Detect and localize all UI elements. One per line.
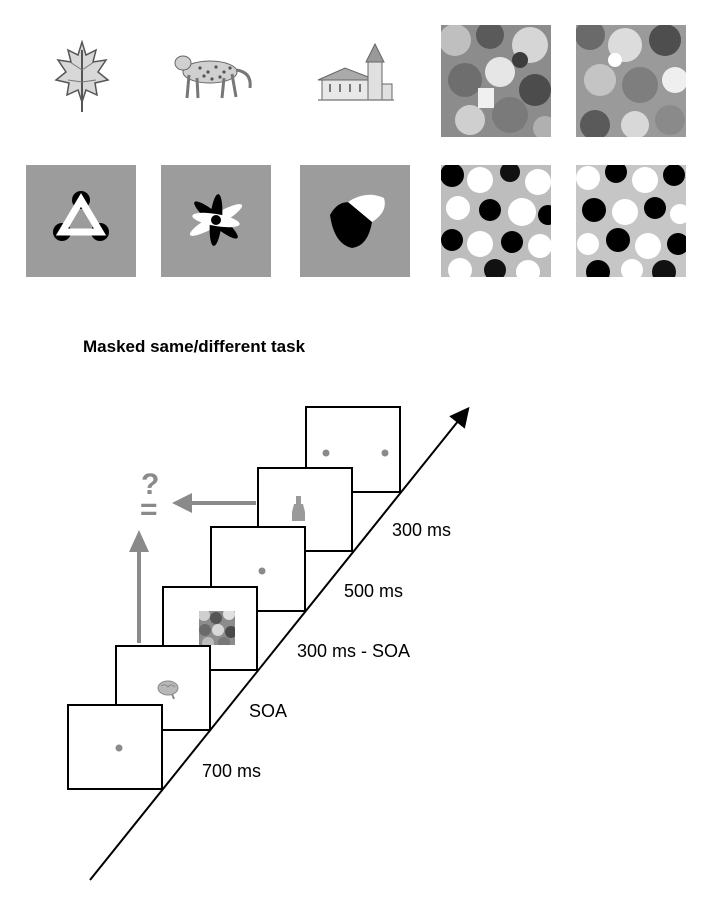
duration-label: 500 ms xyxy=(344,581,403,601)
left-arrow-icon xyxy=(172,493,256,513)
maple-leaf-icon xyxy=(54,39,110,112)
duration-label: 700 ms xyxy=(202,761,261,781)
duration-label: SOA xyxy=(249,701,287,721)
response-dot-right-icon xyxy=(381,449,389,457)
up-arrow-icon xyxy=(129,530,149,643)
brain-icon xyxy=(157,680,179,700)
duration-label: 300 ms - SOA xyxy=(297,641,410,661)
equals-sign: = xyxy=(140,493,158,526)
response-dot-left-icon xyxy=(322,449,330,457)
small-mask-icon xyxy=(199,611,235,645)
frame-fixation-1 xyxy=(67,704,163,790)
fixation-dot-icon xyxy=(258,567,266,575)
blob-star-icon xyxy=(189,194,243,246)
church-icon xyxy=(317,42,394,101)
fixation-dot-icon xyxy=(115,744,123,752)
leopard-icon xyxy=(174,55,252,99)
blob-triangle-icon xyxy=(53,191,109,241)
blob-bird-icon xyxy=(330,194,385,248)
duration-label: 300 ms xyxy=(392,520,451,540)
task-title: Masked same/different task xyxy=(83,337,306,356)
bottle-icon xyxy=(292,496,305,521)
object-mask-1 xyxy=(441,25,551,137)
object-mask-2 xyxy=(576,25,686,137)
timeline-arrow xyxy=(89,406,470,881)
shape-mask-2 xyxy=(576,165,686,277)
shape-mask-1 xyxy=(441,165,551,277)
question-mark: ? xyxy=(141,468,159,501)
